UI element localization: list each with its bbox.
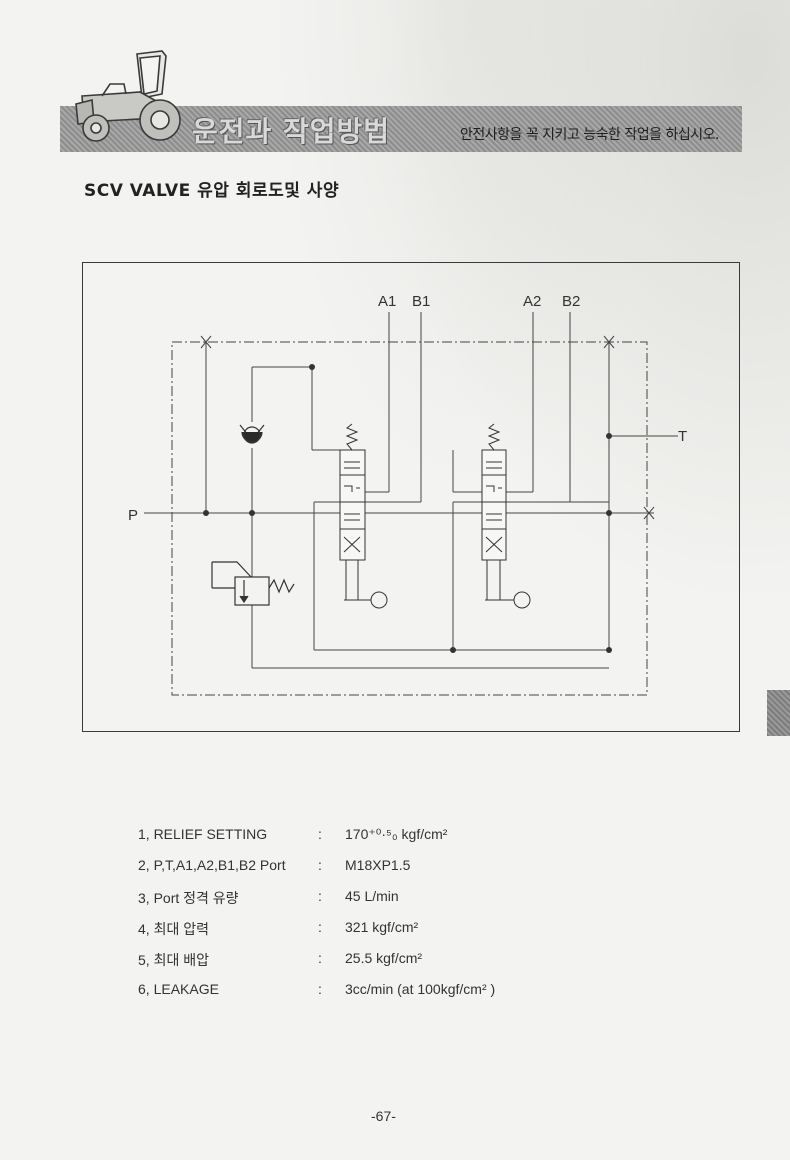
spring-icon (345, 423, 359, 451)
spec-label: 4, 최대 압력 (138, 921, 209, 937)
spec-value: 321 kgf/cm² (345, 919, 419, 935)
spec-separator: : (318, 981, 322, 997)
chapter-subtitle: 안전사항을 꼭 지키고 능숙한 작업을 하십시오. (460, 127, 719, 143)
page-number: -67- (371, 1108, 396, 1124)
spec-value: 45 L/min (345, 888, 399, 904)
spec-value: 3cc/min (at 100kgf/cm² ) (345, 981, 496, 997)
port-label-t: T (678, 428, 687, 445)
side-chapter-tab (767, 690, 790, 736)
chapter-title: 운전과 작업방법 (192, 115, 391, 148)
check-valve-icon (239, 424, 265, 444)
port-label-b1: B1 (412, 293, 430, 310)
valve-body-boundary (171, 341, 648, 696)
spool-valve-1 (339, 423, 388, 609)
spec-value: M18XP1.5 (345, 857, 411, 873)
spec-separator: : (318, 888, 322, 904)
spec-separator: : (318, 826, 322, 842)
hydraulic-diagram-frame (82, 262, 740, 732)
port-label-b2: B2 (562, 293, 580, 310)
p-line-cross (643, 506, 655, 520)
port-label-a1: A1 (378, 293, 396, 310)
hydraulic-circuit-diagram: A1 B1 A2 B2 P T (128, 293, 687, 696)
spec-label: 6, LEAKAGE (138, 981, 219, 997)
relief-valve-icon (211, 561, 295, 606)
spec-label: 1, RELIEF SETTING (138, 826, 268, 842)
spec-label: 2, P,T,A1,A2,B1,B2 Port (138, 857, 286, 873)
spec-separator: : (318, 919, 322, 935)
spec-value: 170⁺⁰·⁵₀ kgf/cm² (345, 826, 448, 842)
spec-separator: : (318, 950, 322, 966)
port-label-p: P (128, 507, 138, 524)
port-label-a2: A2 (523, 293, 541, 310)
spec-label: 3, Port 정격 유량 (138, 890, 239, 906)
tractor-icon (75, 50, 181, 142)
spool-valve-2 (481, 423, 531, 609)
spec-separator: : (318, 857, 322, 873)
spec-label: 5, 최대 배압 (138, 952, 209, 968)
section-title: SCV VALVE 유압 회로도및 사양 (84, 181, 340, 201)
spec-value: 25.5 kgf/cm² (345, 950, 423, 966)
